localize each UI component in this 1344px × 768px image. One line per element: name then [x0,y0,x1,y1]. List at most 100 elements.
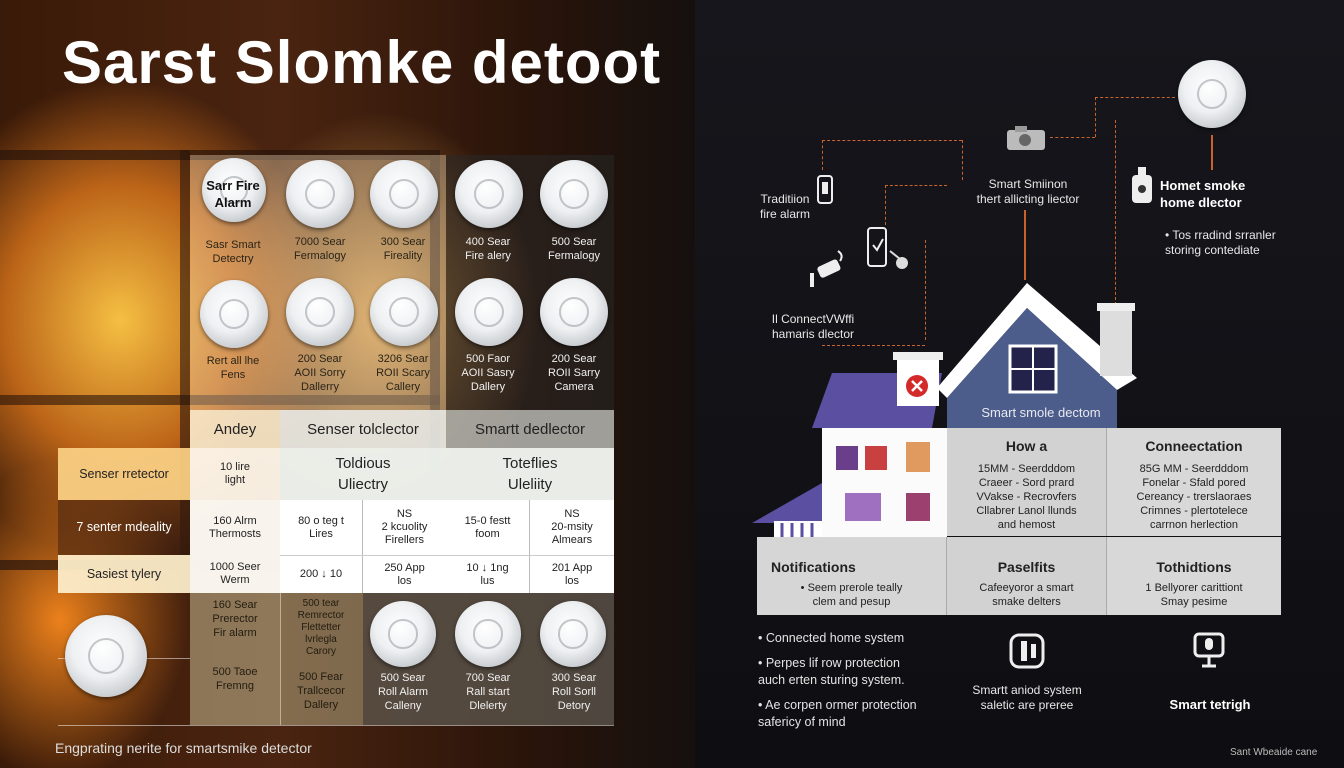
house-banner: Smart smole dectom [981,405,1101,420]
grid-label: 200 Sear AOII Sorry Dallerry [294,353,346,393]
panel-text: Cafeeyoror a smart smake delters [979,582,1074,608]
connector-line [1095,97,1096,137]
security-camera-icon [810,250,843,287]
smoke-detector-icon [540,160,608,228]
plug-icon [1009,633,1045,669]
smoke-detector-icon [286,160,354,228]
feature-label: Smartt aniod system saletic are preree [972,683,1082,712]
table-cell: 10 lire light [190,448,280,500]
grid-label: 500 Fear Trallcecor Dallery [297,671,345,711]
footer-credit: Sant Wbeaide cane [1230,747,1318,758]
page-title: Sarst Slomke detoot [62,29,662,96]
feature-label: Smart tetrigh [1169,697,1251,712]
window-transom [0,395,440,405]
table-cell: NS 20-msity Almears [530,500,614,555]
table-cell: 80 o teg t Lires [280,500,363,555]
camera-icon [1007,126,1045,150]
smoke-detector-icon [370,278,438,346]
smoke-detector-icon [286,278,354,346]
info-panel: How a 15MM - Seerdddom Craeer - Sord pra… [947,428,1107,536]
grid-label: 300 Sear Roll Sorll Detory [551,672,597,712]
smoke-detector-icon [200,280,268,348]
panel-title: Paselfits [997,559,1056,575]
connector-line [885,185,947,186]
grid-label: 300 Sear Fireality [380,236,426,262]
table-cell: Toteflies Uleliity [446,448,614,500]
footer-caption: Engprating nerite for smartsmike detecto… [55,740,312,756]
info-panel: Notifications • Seem prerole teally clem… [757,537,947,615]
grid-label: 500 tear Remrector Flettetter lvrlegla C… [297,598,345,657]
info-panel: Conneectation 85G MM - Seerdddom Fonelar… [1107,428,1281,536]
table-cell: 10 ↓ 1ng lus [446,555,530,593]
house-illustration [752,283,1137,538]
panel-text: 1 Bellyorer carittiont Smay pesime [1145,582,1243,608]
table-cell: 15-0 festt foom [446,500,530,555]
table-cell: 200 ↓ 10 [280,555,363,593]
feature-bullet: • Connected home system [758,631,905,645]
table-header: Senser tolclector [280,410,446,448]
grid-label: Sarr Fire Alarm [206,178,260,210]
panel-title: Conneectation [1145,438,1243,454]
connect-detector-label: Il ConnectVWffi hamaris dlector [771,312,855,341]
smoke-detector-icon [455,160,523,228]
smart-sensor-label: Smart Smiinon thert allicting liector [976,177,1080,206]
table-row-label: 7 senter mdeality [58,500,190,555]
phone-icon [867,227,908,269]
home-smoke-title: Homet smoke home dlector [1160,178,1246,210]
table-row-label: Senser rretector [58,448,190,500]
connector-line [1115,120,1116,305]
grid-label: Rert all lhe Fens [206,355,260,381]
grid-label: 400 Sear Fire alery [465,236,511,262]
smoke-detector-icon [65,615,147,697]
table-header: Smartt dedlector [446,410,614,448]
grid-label: 500 Taoe Fremng [212,666,258,692]
connector-line [822,140,962,141]
grid-label: 700 Sear Rall start Dlelerty [465,672,511,712]
connector-line [925,240,926,340]
grid-label: 160 Sear Prerector Fir alarm [212,599,258,639]
table-cell: Toldious Uliectry [280,448,446,500]
connector-line [962,140,963,180]
smoke-detector-icon [1178,60,1246,128]
connector-line [1095,97,1175,98]
connector-line [822,345,925,346]
connector-line [885,185,886,225]
smoke-detector-icon [455,601,521,667]
connector-line [1050,137,1095,138]
smoke-detector-icon [370,601,436,667]
divider [58,725,614,726]
smoke-detector-icon [540,601,606,667]
table-header: Andey [190,410,280,448]
info-panel: Tothidtions 1 Bellyorer carittiont Smay … [1107,537,1281,615]
grid-label: 3206 Sear ROII Scary Callery [376,353,430,393]
smoke-detector-icon [370,160,438,228]
table-row-label: Sasiest tylery [58,555,190,593]
feature-bullet: • Ae corpen ormer protection safericy of… [758,698,917,729]
table-cell: 1000 Seer Werm [190,555,280,593]
grid-label: 200 Sear ROII Sarry Camera [548,353,600,393]
panel-text: 85G MM - Seerdddom Fonelar - Sfald pored… [1136,463,1252,531]
grid-label: Sasr Smart Detectry [205,239,261,265]
table-cell: 201 App los [530,555,614,593]
table-cell: 160 Alrm Thermosts [190,500,280,555]
smoke-detector-icon [202,158,266,222]
connector-line [822,140,823,170]
panel-title: Notifications [771,559,856,575]
table-cell: NS 2 kcuolity Firellers [363,500,446,555]
phone-icon [817,175,833,204]
grid-label: 500 Sear Fermalogy [548,236,600,262]
panel-title: How a [1005,438,1048,454]
info-panel: Paselfits Cafeeyoror a smart smake delte… [947,537,1107,615]
home-smoke-note: • Tos rradind srranler storing contediat… [1165,228,1276,257]
panel-title: Tothidtions [1156,559,1232,575]
arrow-line [1211,135,1213,170]
grid-label: 500 Sear Roll Alarm Calleny [377,672,429,712]
panel-text: • Seem prerole teally clem and pesup [800,582,903,608]
panel-text: 15MM - Seerdddom Craeer - Sord prard VVa… [976,463,1077,531]
grid-label: 7000 Sear Fermalogy [294,236,346,262]
feature-bullet: • Perpes lif row protection auch erten s… [758,656,905,687]
smoke-detector-icon [540,278,608,346]
arrow-line [1024,210,1026,280]
smoke-detector-icon [455,278,523,346]
smart-plug-icon [1132,167,1152,203]
